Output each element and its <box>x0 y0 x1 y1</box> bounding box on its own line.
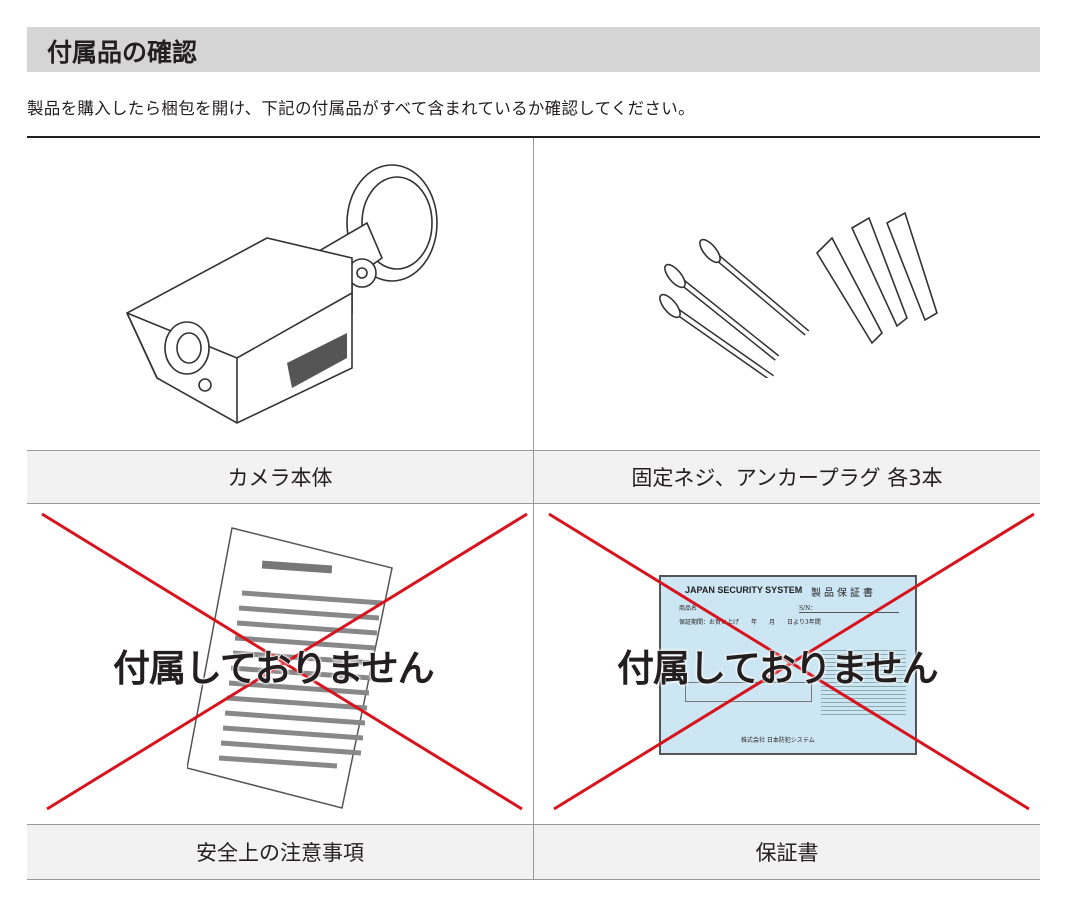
anchor-plug-icon <box>850 216 908 328</box>
intro-text: 製品を購入したら梱包を開け、下記の付属品がすべて含まれているか確認してください。 <box>27 99 695 118</box>
not-included-label: 付属しておりません <box>617 647 940 691</box>
bullet-camera-illustration <box>125 164 438 424</box>
not-included-label: 付属しておりません <box>113 647 436 691</box>
card-company: 株式会社 日本防犯システム <box>741 737 815 744</box>
card-period: 保証期間：お買い上げ 年 月 日より3年間 <box>679 619 821 626</box>
screws-and-anchors-illustration <box>659 211 938 378</box>
row-divider <box>27 824 1040 825</box>
item-label: 保証書 <box>534 825 1040 879</box>
section-title: 付属品の確認 <box>47 38 198 67</box>
divider <box>27 136 1040 138</box>
screw-icon <box>699 238 810 336</box>
not-included-cross-icon <box>548 512 1035 811</box>
screw-icon <box>659 293 775 378</box>
item-label: カメラ本体 <box>27 451 533 503</box>
anchor-plug-icon <box>815 236 883 345</box>
row-divider <box>27 879 1040 880</box>
not-included-cross-icon <box>41 512 528 811</box>
row-divider <box>27 503 1040 504</box>
section-header: 付属品の確認 <box>27 27 1040 72</box>
row-divider <box>27 450 1040 451</box>
card-title: 製品保証書 <box>811 588 876 599</box>
document-illustration <box>187 527 393 809</box>
item-label: 固定ネジ、アンカープラグ 各3本 <box>534 451 1040 503</box>
anchor-plug-icon <box>885 211 938 322</box>
card-brand: JAPAN SECURITY SYSTEM <box>685 585 803 595</box>
card-product-name: 商品名 <box>679 605 698 612</box>
column-divider <box>533 138 534 880</box>
card-serial: S/N： <box>799 603 899 613</box>
item-label: 安全上の注意事項 <box>27 825 533 879</box>
screw-icon <box>664 263 780 361</box>
